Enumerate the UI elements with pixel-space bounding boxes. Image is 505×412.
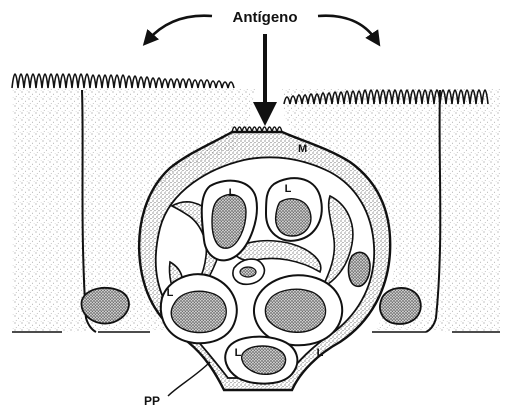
lymphocyte-label: L xyxy=(285,183,292,195)
lymphocyte-label: L xyxy=(235,347,242,359)
nucleus-left xyxy=(81,288,128,324)
pocket-leader-line xyxy=(168,362,210,396)
antigen-label: Antígeno xyxy=(233,9,298,26)
epithelial-cell-far-right xyxy=(440,88,500,332)
lymphocyte-label: L xyxy=(167,287,174,299)
pocket-label: PP xyxy=(144,394,160,408)
antigen-arrow-right xyxy=(318,16,376,40)
lymphocyte-label: L xyxy=(317,347,324,359)
lymphocyte-label: L xyxy=(229,187,236,199)
lymphocyte-top-right: L xyxy=(266,178,322,241)
pocket-annotation: PP xyxy=(144,362,210,408)
m-cell-label: M xyxy=(298,143,307,155)
lymphocyte-left: L xyxy=(161,274,237,343)
antigen-arrow-left xyxy=(148,16,212,40)
lymphocyte-bottom: L xyxy=(225,337,297,384)
nucleus-right xyxy=(380,288,421,324)
microvilli-left xyxy=(12,74,234,88)
epithelial-cell-far-left xyxy=(12,88,88,332)
nucleus-small xyxy=(349,252,370,286)
